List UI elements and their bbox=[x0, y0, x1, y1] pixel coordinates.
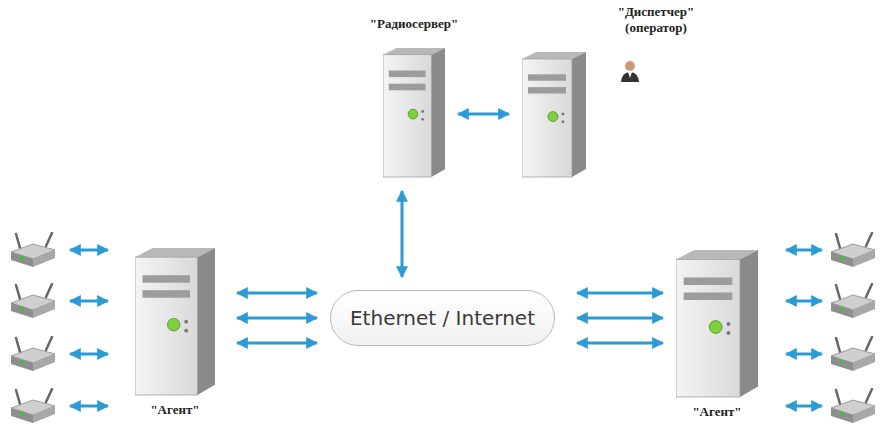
server-node: "Агент" bbox=[676, 248, 758, 398]
link-arrow bbox=[237, 317, 317, 320]
router-icons bbox=[11, 233, 875, 423]
server-drawing bbox=[383, 46, 445, 178]
server-label: "Агент" bbox=[690, 404, 743, 420]
link-arrow bbox=[577, 317, 663, 320]
server-label: "Радиосервер" bbox=[368, 16, 460, 32]
server-drawing bbox=[676, 248, 758, 398]
server-label: "Агент" bbox=[148, 402, 201, 418]
router-links bbox=[70, 250, 822, 406]
operator-icon bbox=[621, 61, 639, 82]
link-arrow bbox=[401, 191, 404, 277]
server-drawing bbox=[522, 50, 586, 178]
network-cloud: Ethernet / Internet bbox=[330, 290, 555, 346]
server-node: "Диспетчер" (оператор) bbox=[522, 50, 586, 178]
server-label: "Диспетчер" (оператор) bbox=[600, 4, 712, 36]
server-node: "Агент" bbox=[135, 246, 215, 396]
link-arrow bbox=[577, 292, 663, 295]
server-node: "Радиосервер" bbox=[383, 46, 445, 178]
link-arrow bbox=[458, 113, 509, 116]
server-drawing bbox=[135, 246, 215, 396]
link-arrow bbox=[237, 292, 317, 295]
network-label: Ethernet / Internet bbox=[350, 306, 535, 330]
link-arrow bbox=[237, 342, 317, 345]
link-arrow bbox=[577, 342, 663, 345]
